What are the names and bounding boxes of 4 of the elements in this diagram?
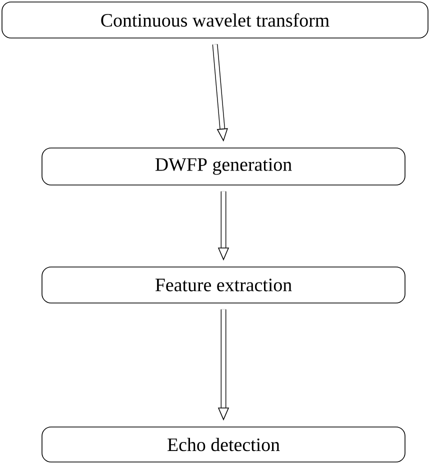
process-box: DWFP generation	[42, 148, 406, 186]
process-box: Echo detection	[42, 426, 406, 462]
process-box: Feature extraction	[42, 266, 406, 304]
process-box: Continuous wavelet transform	[2, 2, 428, 38]
